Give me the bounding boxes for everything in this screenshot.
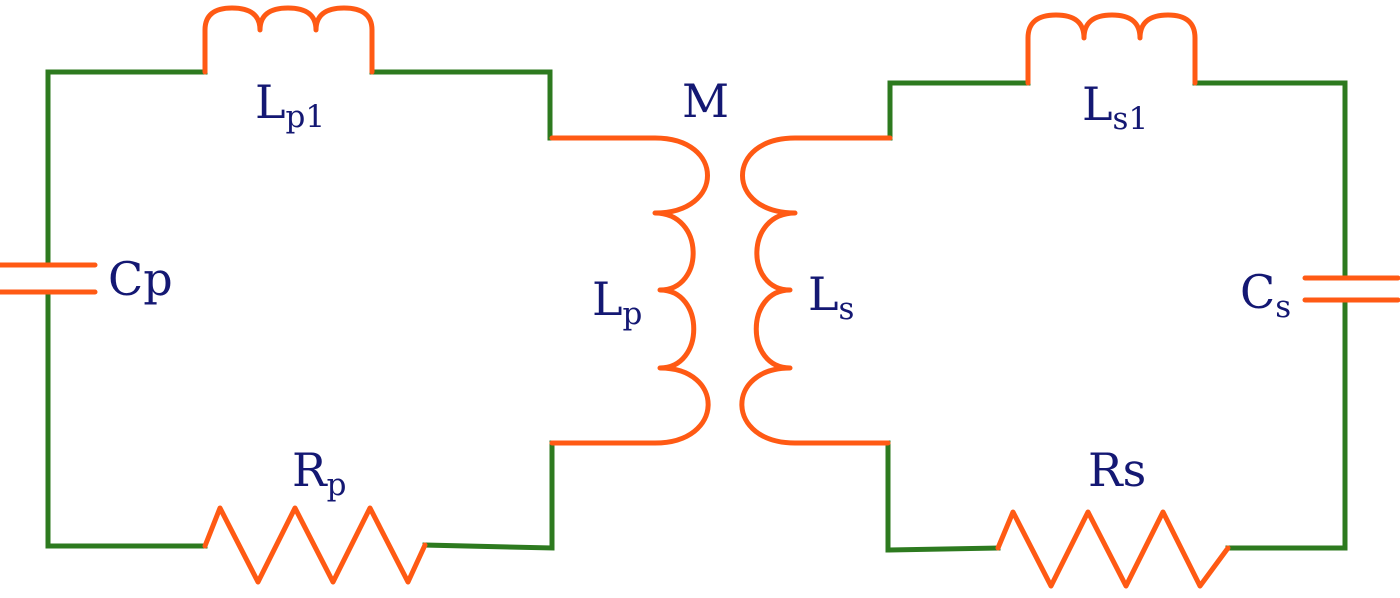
mutual-inductance-label: M xyxy=(682,74,729,128)
primary-wire-bottom-right xyxy=(422,440,555,551)
inductor-icon xyxy=(1025,12,1198,86)
cp-label: Cp xyxy=(108,252,173,306)
rs-label: Rs xyxy=(1088,443,1146,497)
secondary-wire-bottom-left xyxy=(885,440,1001,553)
lp1-label: Lp1 xyxy=(255,75,325,135)
primary-wire-top-right xyxy=(369,69,553,141)
capacitor-icon xyxy=(0,262,98,295)
rp-label: Rp xyxy=(292,443,347,503)
primary-wire-top-left xyxy=(45,69,208,268)
resistor-icon xyxy=(202,505,428,585)
labels: M Lp1 Cp Lp Rp Ls1 Ls Cs Rs xyxy=(108,74,1291,503)
secondary-wire-top-left xyxy=(887,80,1031,141)
transformer-icon xyxy=(739,135,893,446)
secondary-wires xyxy=(885,80,1348,553)
capacitor-icon xyxy=(1302,275,1400,303)
transformer-icon xyxy=(549,135,711,446)
ls1-label: Ls1 xyxy=(1082,77,1148,137)
components xyxy=(0,5,1400,589)
resistor-icon xyxy=(995,509,1231,589)
ls-label: Ls xyxy=(808,267,854,327)
secondary-wire-top-right xyxy=(1192,80,1348,281)
secondary-wire-right-lower xyxy=(1225,297,1348,551)
primary-wires xyxy=(45,69,555,551)
cs-label: Cs xyxy=(1240,265,1291,325)
inductor-icon xyxy=(202,5,375,75)
primary-wire-left-lower xyxy=(45,289,208,549)
lp-label: Lp xyxy=(592,272,642,332)
